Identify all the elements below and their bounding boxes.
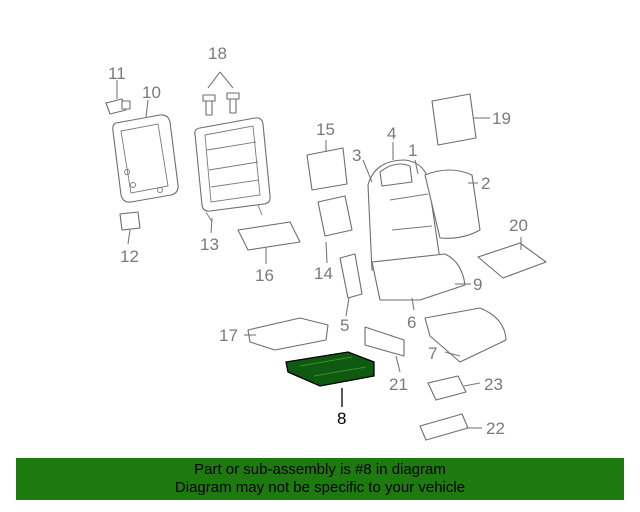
part-13-frame	[194, 117, 271, 223]
callout-3: 3	[352, 146, 361, 165]
seat-assembly	[367, 159, 481, 301]
callout-18: 18	[208, 44, 227, 63]
parts-diagram: 11 10 18 12 13 16 15 14 3 4 1 2 19 20 9 …	[105, 44, 547, 441]
callout-17: 17	[219, 326, 238, 345]
callout-7: 7	[428, 344, 437, 363]
callout-5: 5	[340, 316, 349, 335]
callout-2: 2	[481, 174, 490, 193]
callout-4: 4	[387, 124, 396, 143]
part-10-back-panel	[112, 114, 179, 203]
callout-14: 14	[314, 264, 333, 283]
part-23-part	[427, 375, 467, 401]
callout-1: 1	[408, 141, 417, 160]
part-12-bracket	[119, 211, 141, 231]
callout-16: 16	[255, 266, 274, 285]
part-8-seat-cushion-pad	[285, 351, 375, 387]
part-17-tray	[247, 317, 329, 351]
callout-21: 21	[389, 375, 408, 394]
part-20-plate	[477, 242, 547, 279]
banner-line-2: Diagram may not be specific to your vehi…	[174, 479, 466, 496]
callout-15: 15	[316, 120, 335, 139]
callout-23: 23	[484, 375, 503, 394]
callout-9: 9	[473, 275, 482, 294]
callout-22: 22	[486, 419, 505, 438]
callout-11: 11	[108, 64, 126, 83]
callout-6: 6	[407, 313, 416, 332]
callout-8: 8	[337, 409, 346, 428]
part-15-pad	[306, 147, 348, 191]
callout-19: 19	[492, 109, 511, 128]
info-banner: Part or sub-assembly is #8 in diagram Di…	[16, 458, 624, 500]
banner-line-1: Part or sub-assembly is #8 in diagram	[194, 461, 446, 478]
part-11-knob	[105, 98, 131, 115]
part-18-bolts	[202, 92, 240, 116]
part-16-mat	[237, 221, 301, 251]
callout-13: 13	[200, 235, 219, 254]
callout-labels: 11 10 18 12 13 16 15 14 3 4 1 2 19 20 9 …	[108, 44, 528, 438]
part-14-trim	[317, 195, 363, 299]
leader-lines	[116, 71, 522, 429]
callout-10: 10	[142, 83, 161, 102]
callout-12: 12	[120, 247, 139, 266]
callout-20: 20	[509, 216, 528, 235]
part-7-cushion	[424, 307, 507, 363]
part-22-part	[419, 413, 469, 441]
part-21-module	[364, 326, 405, 357]
part-19-panel	[431, 93, 477, 146]
